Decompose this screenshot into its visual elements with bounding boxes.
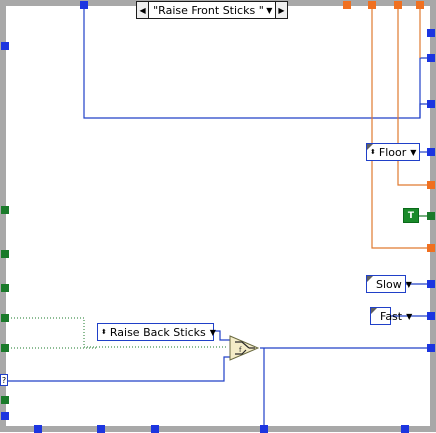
triangle-right-icon: ▶ (278, 5, 285, 15)
select-switch-glyph-icon (235, 341, 255, 355)
boolean-wire-to-select[interactable] (8, 317, 228, 348)
select-f-mark: f (239, 346, 242, 354)
increment-arrows-icon[interactable]: ⬍ (101, 328, 107, 336)
tunnel-left[interactable] (1, 284, 9, 292)
case-selector-label: "Raise Front Sticks " (153, 3, 264, 17)
tunnel-left[interactable] (1, 344, 9, 352)
select-function-node[interactable]: f (228, 334, 262, 362)
corner-marker (367, 144, 373, 150)
tunnel-right[interactable] (427, 29, 435, 37)
triangle-left-icon: ◀ (139, 5, 146, 15)
raise-back-sticks-ring-constant[interactable]: ⬍ Raise Back Sticks ▼ (97, 323, 216, 341)
tunnel-top[interactable] (80, 1, 88, 9)
tunnel-left[interactable] (1, 396, 9, 404)
raise-back-sticks-label: Raise Back Sticks (109, 325, 206, 339)
true-boolean-constant[interactable]: T (403, 208, 419, 223)
decrement-case-button[interactable]: ◀ (137, 2, 150, 18)
triangle-down-icon[interactable]: ▼ (410, 147, 417, 157)
slow-ring-constant[interactable]: Slow ▼ (366, 275, 412, 293)
raise-back-wire[interactable] (214, 330, 232, 341)
corner-marker (367, 276, 373, 282)
string-wire-2[interactable] (397, 6, 432, 186)
triangle-down-icon[interactable]: ▼ (209, 327, 216, 337)
corner-marker (371, 308, 377, 314)
tunnel-top[interactable] (368, 1, 376, 9)
tunnel-left[interactable] (1, 206, 9, 214)
tunnel-left[interactable] (1, 250, 9, 258)
tunnel-right[interactable] (427, 100, 435, 108)
triangle-down-icon[interactable]: ▼ (405, 279, 412, 289)
tunnel-right[interactable] (427, 54, 435, 62)
tunnel-left[interactable] (1, 42, 9, 50)
increment-arrows-icon[interactable]: ⬍ (370, 148, 376, 156)
tunnel-right[interactable] (427, 312, 435, 320)
tunnel-top[interactable] (416, 1, 424, 9)
fast-ring-label: Fast (380, 309, 403, 323)
numeric-wire-top[interactable] (83, 6, 432, 119)
tunnel-bottom[interactable] (260, 425, 268, 433)
tunnel-right[interactable] (427, 181, 435, 189)
tunnel-right[interactable] (427, 148, 435, 156)
tunnel-right[interactable] (427, 280, 435, 288)
fast-ring-constant[interactable]: Fast ▼ (370, 307, 412, 325)
tunnel-top[interactable] (343, 1, 351, 9)
floor-ring-label: Floor (378, 145, 407, 159)
triangle-down-icon[interactable]: ▼ (406, 311, 413, 321)
tunnel-right[interactable] (427, 344, 435, 352)
tunnel-bottom[interactable] (401, 425, 409, 433)
tunnel-right[interactable] (427, 244, 435, 252)
case-selector[interactable]: ◀ "Raise Front Sticks " ▼ ▶ (136, 1, 288, 19)
slow-ring-label: Slow (376, 277, 402, 291)
unwired-terminal-label: ? (1, 375, 7, 385)
tunnel-top[interactable] (394, 1, 402, 9)
tunnel-bottom[interactable] (34, 425, 42, 433)
numeric-wire-bottom-left[interactable] (8, 356, 232, 382)
tunnel-bottom[interactable] (151, 425, 159, 433)
tunnel-right[interactable] (427, 212, 435, 220)
unwired-terminal-indicator[interactable]: ? (0, 374, 8, 386)
triangle-down-icon[interactable]: ▼ (266, 5, 273, 15)
true-constant-label: T (407, 210, 415, 221)
string-wire-1[interactable] (371, 6, 432, 249)
tunnel-bottom[interactable] (97, 425, 105, 433)
tunnel-left[interactable] (1, 412, 9, 420)
floor-ring-constant[interactable]: ⬍ Floor ▼ (366, 143, 420, 161)
tunnel-left[interactable] (1, 314, 9, 322)
increment-case-button[interactable]: ▶ (274, 2, 288, 18)
